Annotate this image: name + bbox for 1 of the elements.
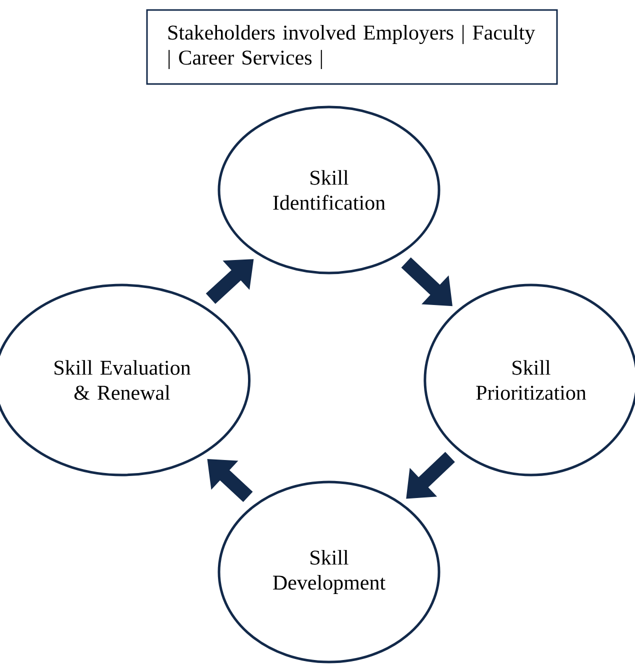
stakeholder-box: Stakeholders involved Employers | Faculty | Career Services | xyxy=(146,9,558,85)
